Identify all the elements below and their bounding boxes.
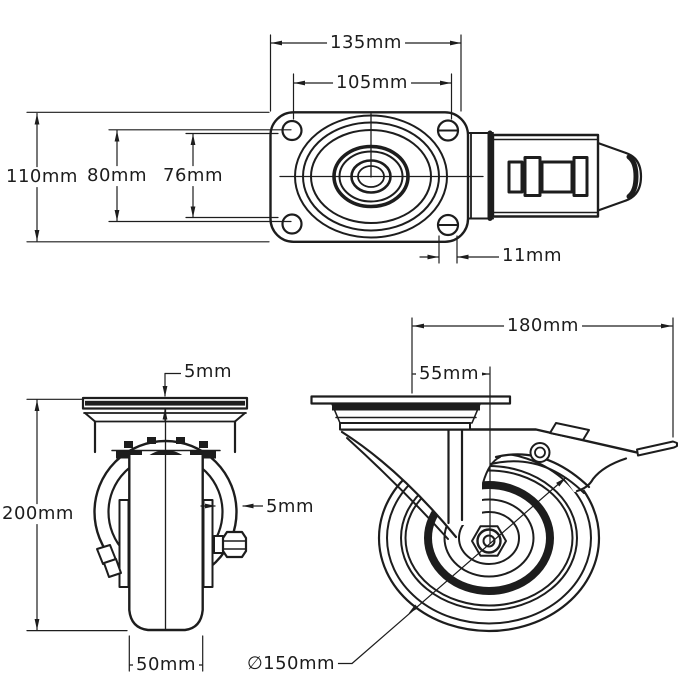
brake-pedal-side [549,422,590,441]
dim-5mm-plate [162,372,189,422]
swivel-raceway-side [331,403,481,431]
label-bolt-spacing-width: 105mm [333,73,411,93]
fork-left-edge-inner [346,437,449,540]
label-plate-depth: 110mm [3,167,81,187]
hub-plate-left [118,499,130,588]
label-overall-height: 200mm [0,504,77,524]
label-fork-thickness: 5mm [262,497,318,517]
fork-foot-left [96,544,122,578]
axle-side [471,525,507,557]
top-plate-side [310,395,512,405]
front-view [81,396,249,632]
dim-76mm [185,132,279,219]
label-wheel-width: 50mm [133,655,199,675]
label-bolt-spacing-depth: 80mm [84,166,150,186]
label-overall-width: 135mm [327,33,405,53]
kingpin-bolt [529,442,551,463]
fork-left-edge [340,430,458,539]
swivel-bearing-rings [294,114,448,239]
hub-ring [424,481,554,595]
label-bolt-hole-diameter: 11mm [499,246,565,266]
axle-nut-right [213,530,248,559]
fork-bottom-right-edge [575,457,628,493]
label-inner-spacing: 76mm [160,166,226,186]
bolt-screw-top-right [436,119,460,142]
top-plate-band [85,400,245,406]
top-view [269,111,643,244]
brake-lever-rod [636,440,678,457]
hub-plate-right [202,499,214,588]
label-wheel-diameter: ∅150mm [243,654,339,674]
side-view [310,395,678,633]
brake-lever-tail [597,142,643,212]
label-plate-thickness: 5mm [180,362,236,382]
brake-housing-top-view [467,130,643,221]
dim-110mm [26,111,270,243]
bolt-hole-bottom-left [281,213,303,235]
brake-pedal-tread [507,156,589,197]
bolt-hole-top-left [281,119,303,142]
bolt-screw-bottom-right [436,213,460,237]
fork-side [339,422,678,540]
dim-11mm [419,235,506,264]
label-overall-length: 180mm [504,316,582,336]
label-swivel-offset: 55mm [416,364,482,384]
